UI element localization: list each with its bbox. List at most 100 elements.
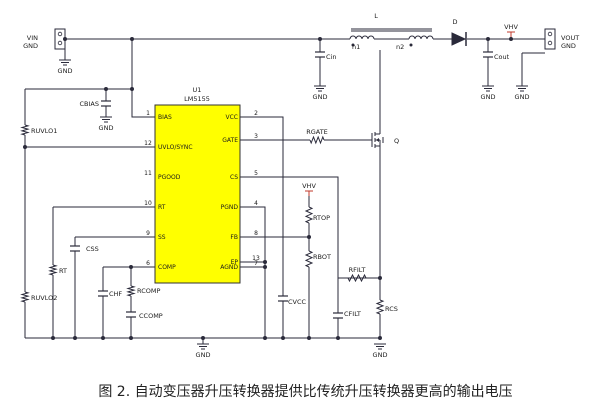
capacitor-cbias-label: CBIAS [80, 100, 100, 108]
ic-pin-name: EP [231, 259, 239, 266]
junction-dot [336, 336, 340, 340]
vin-connector-label-2: GND [23, 42, 38, 50]
vout-connector [544, 28, 556, 50]
resistor-ruvlo2-label: RUVLO2 [31, 294, 57, 302]
ground-symbol-label: GND [58, 67, 73, 75]
ic-pin-name: RT [158, 204, 166, 211]
capacitor-chf-label: CHF [109, 290, 122, 298]
inductor-l-label: L [374, 12, 378, 20]
junction-dot [129, 336, 133, 340]
capacitor-cfilt [333, 312, 343, 319]
capacitor-cvcc [278, 295, 288, 302]
junction-dot [129, 265, 133, 269]
vhv-feedback-symbol [305, 190, 313, 196]
winding-n1-label: n1 [352, 43, 360, 51]
ic-pin-number: 8 [254, 230, 258, 237]
ic-pin-number: 12 [144, 140, 152, 147]
junction-dot [378, 276, 382, 280]
ic-pin-name: GATE [222, 137, 238, 144]
capacitor-cin-label: Cin [326, 53, 336, 61]
ic-pin-name: FB [230, 234, 238, 241]
junction-dot [63, 37, 67, 41]
junction-dot [104, 87, 108, 91]
ic-pin-number: 6 [146, 260, 150, 267]
capacitor-cfilt-label: CFILT [344, 310, 361, 318]
capacitor-ccomp [126, 311, 136, 318]
ic-pin-number: 11 [144, 170, 152, 177]
ic-pin-number: 10 [144, 200, 152, 207]
resistor-rt [48, 264, 58, 276]
ic-pin-name: BIAS [158, 114, 172, 121]
ic-pin-name: PGOOD [158, 174, 181, 181]
capacitor-cvcc-label: CVCC [288, 298, 307, 306]
ic-pin-name: UVLO/SYNC [158, 144, 193, 151]
resistor-rtop-label: RTOP [313, 214, 330, 222]
junction-dot [130, 37, 134, 41]
ground-symbol [374, 343, 386, 350]
ground-symbol-label: GND [373, 351, 388, 359]
ground-symbol-label: GND [313, 93, 328, 101]
junction-dot [281, 336, 285, 340]
resistor-ruvlo1-label: RUVLO1 [31, 127, 57, 135]
capacitor-chf [98, 290, 108, 297]
ic-pin-name: CS [230, 174, 238, 181]
resistor-rcomp-label: RCOMP [137, 287, 160, 295]
capacitor-cout-label: Cout [494, 53, 510, 61]
ic-pin-number: 4 [254, 200, 258, 207]
ic-pin-name: COMP [158, 264, 176, 271]
junction-dot [101, 336, 105, 340]
ic-pin-name: PGND [221, 204, 239, 211]
ground-symbol [314, 85, 326, 92]
vhv-output-symbol [507, 31, 515, 37]
wires [24, 32, 545, 344]
junction-dot [73, 336, 77, 340]
vhv-output-symbol-label: VHV [504, 23, 518, 31]
figure-caption: 图 2. 自动变压器升压转换器提供比传统升压转换器更高的输出电压 [98, 384, 513, 400]
junction-dot [23, 145, 27, 149]
junction-dot [130, 87, 134, 91]
vhv-feedback-symbol-label: VHV [302, 182, 316, 190]
resistor-rgate [309, 135, 325, 145]
capacitor-ccomp-label: CCOMP [139, 312, 163, 320]
ic-u1-body [154, 104, 241, 284]
resistor-rbot [304, 250, 314, 268]
ground-symbol [59, 59, 71, 66]
ic-pin-number: 3 [254, 133, 258, 140]
resistor-rbot-label: RBOT [313, 253, 331, 261]
ic-pin-number: 7 [254, 260, 258, 267]
diode-d-label: D [452, 18, 457, 26]
ground-symbol-label: GND [99, 124, 114, 132]
ground-symbol [100, 116, 112, 123]
ground-symbol-label: GND [196, 351, 211, 359]
ground-symbol-label: GND [515, 93, 530, 101]
mosfet-q-label: Q [394, 137, 399, 145]
resistor-rgate-label: RGATE [306, 128, 328, 136]
junction-dot [318, 37, 322, 41]
capacitor-css-label: CSS [86, 245, 99, 253]
inductor-l [349, 28, 434, 47]
vout-connector-label-2: GND [561, 42, 576, 50]
junction-dot [201, 336, 205, 340]
diode-d [451, 32, 467, 46]
ground-symbol [482, 85, 494, 92]
ic-designator: U1 [193, 86, 202, 94]
resistor-rcomp [126, 285, 136, 297]
ic-pin-number: 13 [252, 255, 260, 262]
ic-pin-name: VCC [226, 114, 238, 121]
resistor-rtop [304, 206, 314, 224]
ground-symbol-label: GND [481, 93, 496, 101]
resistor-ruvlo1 [20, 124, 30, 136]
resistor-rcs-label: RCS [385, 305, 398, 313]
junction-dot [51, 336, 55, 340]
resistor-ruvlo2 [20, 291, 30, 303]
junction-dot [509, 37, 513, 41]
resistor-rfilt [347, 273, 367, 283]
ic-part-number: LM5155 [184, 95, 210, 103]
ic-pin-name: SS [158, 234, 166, 241]
ground-symbol [516, 85, 528, 92]
junction-dot [307, 235, 311, 239]
ic-pin-number: 2 [254, 110, 258, 117]
junction-dot [263, 260, 267, 264]
schematic-diagram: U1LM51551BIAS12UVLO/SYNC11PGOOD10RT9SS6C… [20, 12, 579, 359]
ic-pin-number: 5 [254, 170, 258, 177]
